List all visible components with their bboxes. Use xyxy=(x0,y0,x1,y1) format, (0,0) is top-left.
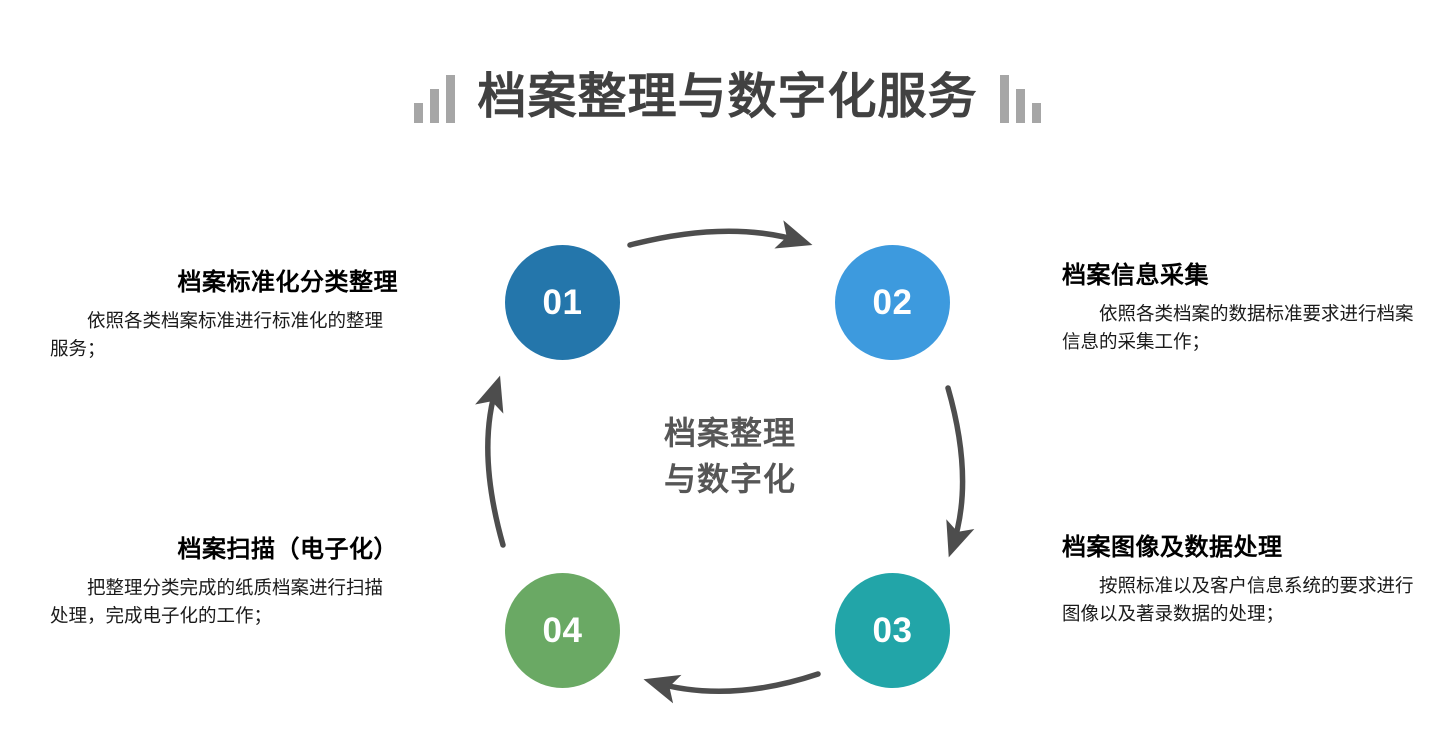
arrow-bottom-left xyxy=(643,671,821,704)
cycle-diagram: 01 02 03 04 档案整理 与数字化 xyxy=(440,200,1020,730)
arrow-top-right xyxy=(627,220,813,249)
center-label-line1: 档案整理 xyxy=(663,415,796,451)
step-01-body: 依照各类档案标准进行标准化的整理服务； xyxy=(50,310,384,360)
step-02-text-block: 档案信息采集 依照各类档案的数据标准要求进行档案信息的采集工作； xyxy=(1062,261,1414,357)
cycle-node-03-number: 03 xyxy=(872,610,913,650)
arrow-right-down xyxy=(945,385,975,558)
step-03-heading: 档案图像及数据处理 xyxy=(1062,534,1283,561)
arrow-left-up xyxy=(475,375,506,548)
cycle-node-02-number: 02 xyxy=(872,282,913,322)
step-04-body: 把整理分类完成的纸质档案进行扫描处理，完成电子化的工作； xyxy=(50,577,384,627)
page-title: 档案整理与数字化服务 xyxy=(0,70,1455,124)
page-title-text: 档案整理与数字化服务 xyxy=(477,70,978,124)
step-01-heading: 档案标准化分类整理 xyxy=(177,269,398,296)
cycle-node-04[interactable]: 04 xyxy=(505,573,620,688)
cycle-arrows xyxy=(475,220,975,704)
cycle-node-03[interactable]: 03 xyxy=(835,573,950,688)
step-03-text-block: 档案图像及数据处理 按照标准以及客户信息系统的要求进行图像以及著录数据的处理； xyxy=(1062,533,1414,629)
bar-chart-ascending-icon xyxy=(414,73,456,123)
cycle-node-01[interactable]: 01 xyxy=(505,245,620,360)
bar-chart-descending-icon xyxy=(999,73,1041,123)
step-04-text-block: 档案扫描（电子化） 把整理分类完成的纸质档案进行扫描处理，完成电子化的工作； xyxy=(50,535,398,631)
step-02-body: 依照各类档案的数据标准要求进行档案信息的采集工作； xyxy=(1062,303,1414,353)
cycle-node-04-number: 04 xyxy=(542,610,583,650)
cycle-node-01-number: 01 xyxy=(542,282,583,322)
step-01-text-block: 档案标准化分类整理 依照各类档案标准进行标准化的整理服务； xyxy=(50,268,398,364)
step-04-heading: 档案扫描（电子化） xyxy=(177,536,398,563)
cycle-node-02[interactable]: 02 xyxy=(835,245,950,360)
center-label: 档案整理 与数字化 xyxy=(610,410,850,503)
step-03-body: 按照标准以及客户信息系统的要求进行图像以及著录数据的处理； xyxy=(1062,575,1414,625)
step-02-heading: 档案信息采集 xyxy=(1062,262,1209,289)
center-label-line2: 与数字化 xyxy=(663,461,796,498)
